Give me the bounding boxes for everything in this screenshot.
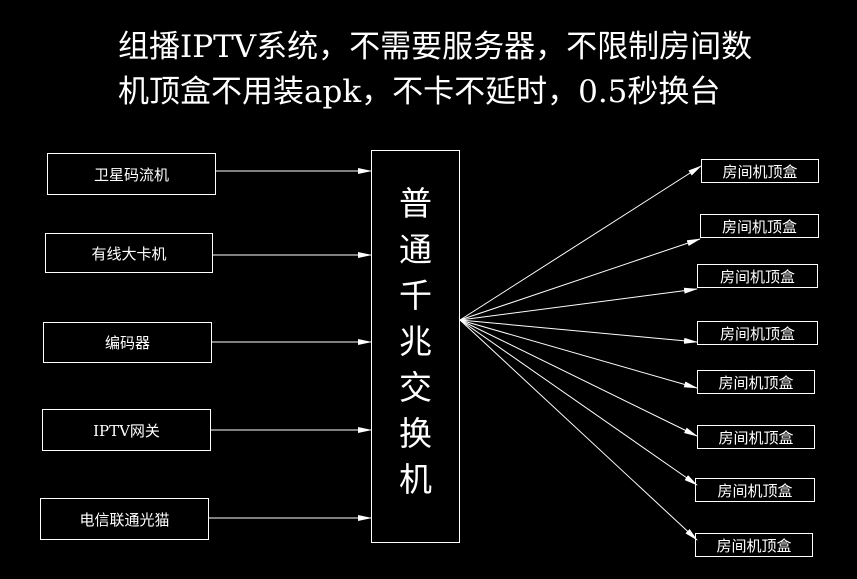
- output-box-set-top-4: 房间机顶盒: [697, 321, 818, 345]
- output-label: 房间机顶盒: [722, 162, 798, 181]
- source-box-optical-modem: 电信联通光猫: [40, 498, 209, 540]
- source-label: 有线大卡机: [91, 244, 167, 263]
- output-label: 房间机顶盒: [719, 267, 795, 286]
- switch-char: 普: [399, 184, 432, 223]
- arrow-output-1: [459, 165, 702, 321]
- switch-char: 兆: [399, 322, 432, 361]
- source-label: IPTV网关: [93, 421, 160, 440]
- output-box-set-top-1: 房间机顶盒: [701, 159, 819, 183]
- switch-char: 换: [399, 414, 432, 453]
- source-label: 卫星码流机: [93, 165, 169, 184]
- output-box-set-top-3: 房间机顶盒: [697, 264, 818, 288]
- arrow-output-2: [459, 238, 701, 321]
- output-box-set-top-7: 房间机顶盒: [695, 478, 815, 502]
- switch-char: 通: [399, 230, 432, 269]
- arrow-output-4: [459, 319, 698, 344]
- output-label: 房间机顶盒: [717, 481, 793, 500]
- switch-char: 机: [399, 460, 432, 499]
- headline-line-1: 组播IPTV系统，不需要服务器，不限制房间数: [118, 29, 753, 65]
- source-box-iptv-gateway: IPTV网关: [42, 409, 211, 451]
- output-label: 房间机顶盒: [721, 217, 797, 236]
- arrow-output-3: [459, 287, 698, 321]
- arrow-output-7: [459, 319, 698, 486]
- output-label: 房间机顶盒: [716, 536, 792, 555]
- switch-char: 交: [399, 368, 432, 407]
- arrow-output-8: [459, 319, 698, 541]
- output-label: 房间机顶盒: [718, 428, 794, 447]
- source-label: 编码器: [104, 334, 150, 352]
- headline-line-2: 机顶盒不用装apk，不卡不延时，0.5秒换台: [118, 74, 721, 110]
- source-box-encoder: 编码器: [43, 322, 212, 363]
- switch-char: 千: [399, 276, 432, 315]
- output-box-set-top-8: 房间机顶盒: [695, 533, 813, 557]
- output-box-set-top-2: 房间机顶盒: [700, 214, 819, 238]
- output-box-set-top-6: 房间机顶盒: [697, 425, 815, 449]
- source-label: 电信联通光猫: [79, 510, 170, 529]
- output-label: 房间机顶盒: [718, 373, 794, 392]
- arrow-output-6: [459, 319, 698, 437]
- output-label: 房间机顶盒: [719, 324, 795, 343]
- source-box-cable-card: 有线大卡机: [45, 233, 213, 273]
- arrow-output-5: [459, 319, 698, 389]
- source-box-satellite-stream: 卫星码流机: [47, 153, 216, 195]
- output-box-set-top-5: 房间机顶盒: [697, 370, 815, 394]
- gigabit-switch-box: 普 通 千 兆 交 换 机: [371, 150, 460, 543]
